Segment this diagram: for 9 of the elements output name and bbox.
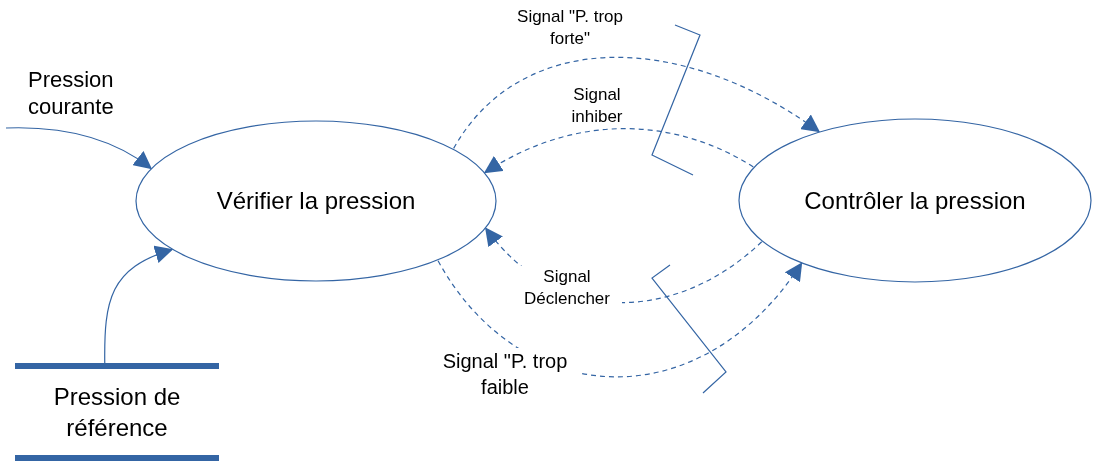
arrow [5,127,153,170]
process-label: Vérifier la pression [216,186,416,216]
process-label: Contrôler la pression [804,185,1026,216]
process-ellipse [738,118,1092,283]
arrow [104,246,174,364]
process-ellipse [135,120,497,282]
store-label: Pression de référence [52,382,182,443]
arrow [453,56,821,149]
arrow [483,128,754,174]
